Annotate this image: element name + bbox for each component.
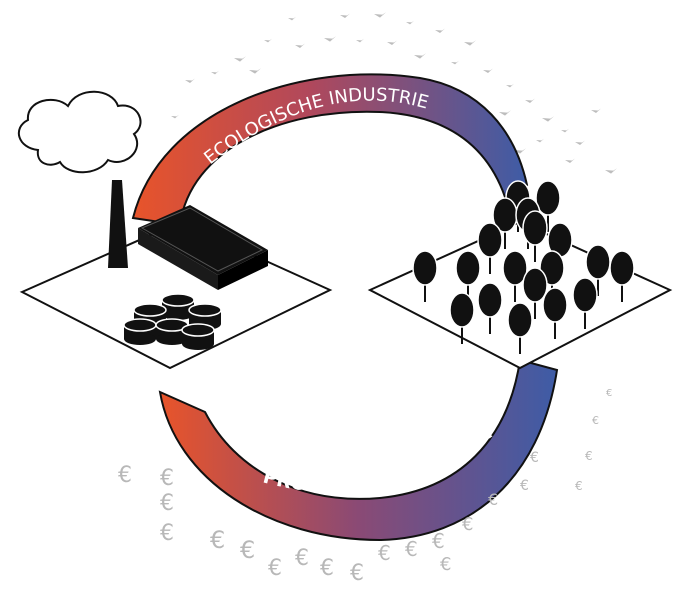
bird-icon [499, 110, 511, 116]
bird-icon [295, 43, 305, 48]
euro-icon: € [520, 478, 529, 494]
tree-icon [492, 197, 518, 249]
bird-icon [565, 158, 575, 163]
bird-icon [264, 38, 272, 43]
euro-icon: € [592, 414, 599, 427]
bird-icon [591, 108, 601, 113]
bird-icon [324, 36, 336, 42]
tree-icon [609, 250, 635, 302]
bird-icon [249, 68, 261, 74]
nature-platform [367, 180, 673, 370]
factory-icon [138, 205, 268, 290]
bird-icon [387, 40, 397, 45]
euro-icon: € [585, 449, 593, 463]
euro-icon: € [350, 561, 364, 586]
bird-icon [340, 13, 350, 18]
storage-tank [123, 318, 157, 345]
tree-icon [585, 244, 611, 296]
bird-icon [542, 116, 554, 122]
cloud-icon [17, 90, 142, 174]
storage-tank [161, 293, 195, 320]
bird-flock [171, 12, 617, 174]
bird-icon [514, 148, 526, 154]
bird-icon [171, 114, 179, 119]
bird-icon [211, 70, 219, 75]
storage-tank [155, 318, 189, 345]
tree-icon [477, 222, 503, 274]
euro-icon: € [240, 536, 255, 564]
bird-icon [435, 28, 445, 33]
tree-icon [502, 250, 528, 302]
euro-icon: € [160, 521, 174, 546]
industry-platform [17, 90, 333, 370]
euro-icon: € [378, 541, 391, 565]
euro-icon: € [320, 556, 334, 581]
bird-icon [575, 140, 585, 145]
bird-icon [234, 56, 246, 62]
euro-icon: € [405, 537, 418, 561]
ecological-industry-arc [131, 73, 529, 227]
productive-nature-arc [158, 358, 559, 542]
tree-icon [412, 250, 438, 302]
euro-icon: € [462, 514, 473, 535]
euro-icon: € [488, 490, 498, 509]
euro-icon: € [160, 466, 174, 491]
bird-icon [525, 98, 535, 103]
forest [412, 180, 635, 354]
tree-icon [449, 292, 475, 344]
tree-icon [542, 287, 568, 339]
bird-icon [356, 38, 364, 43]
tree-icon [477, 282, 503, 334]
euro-stream: €€€€€€€€€€€€€€€€€€€€€€ [118, 388, 612, 586]
euro-icon: € [606, 388, 612, 399]
tree-icon [572, 277, 598, 329]
bird-icon [374, 12, 386, 18]
bird-icon [464, 40, 476, 46]
bird-icon [288, 16, 296, 21]
bird-icon [483, 68, 493, 73]
euro-icon: € [432, 529, 445, 553]
tree-icon [507, 302, 533, 354]
storage-tanks [123, 293, 222, 350]
bird-icon [406, 20, 414, 25]
bird-icon [451, 60, 459, 65]
euro-icon: € [210, 526, 225, 554]
tree-icon [522, 210, 548, 262]
euro-icon: € [118, 463, 132, 488]
euro-icon: € [530, 450, 539, 466]
euro-icon: € [440, 554, 451, 575]
bird-icon [536, 138, 544, 143]
euro-icon: € [268, 556, 282, 581]
euro-icon: € [295, 546, 309, 571]
bird-icon [414, 53, 426, 59]
euro-icon: € [160, 491, 174, 516]
euro-icon: € [575, 479, 583, 493]
bird-icon [185, 78, 195, 83]
bird-icon [506, 83, 514, 88]
storage-tank [181, 323, 215, 350]
tree-icon [535, 180, 561, 232]
tree-icon [522, 267, 548, 319]
bird-icon [561, 128, 569, 133]
bird-icon [605, 168, 617, 174]
chimney [108, 180, 128, 268]
